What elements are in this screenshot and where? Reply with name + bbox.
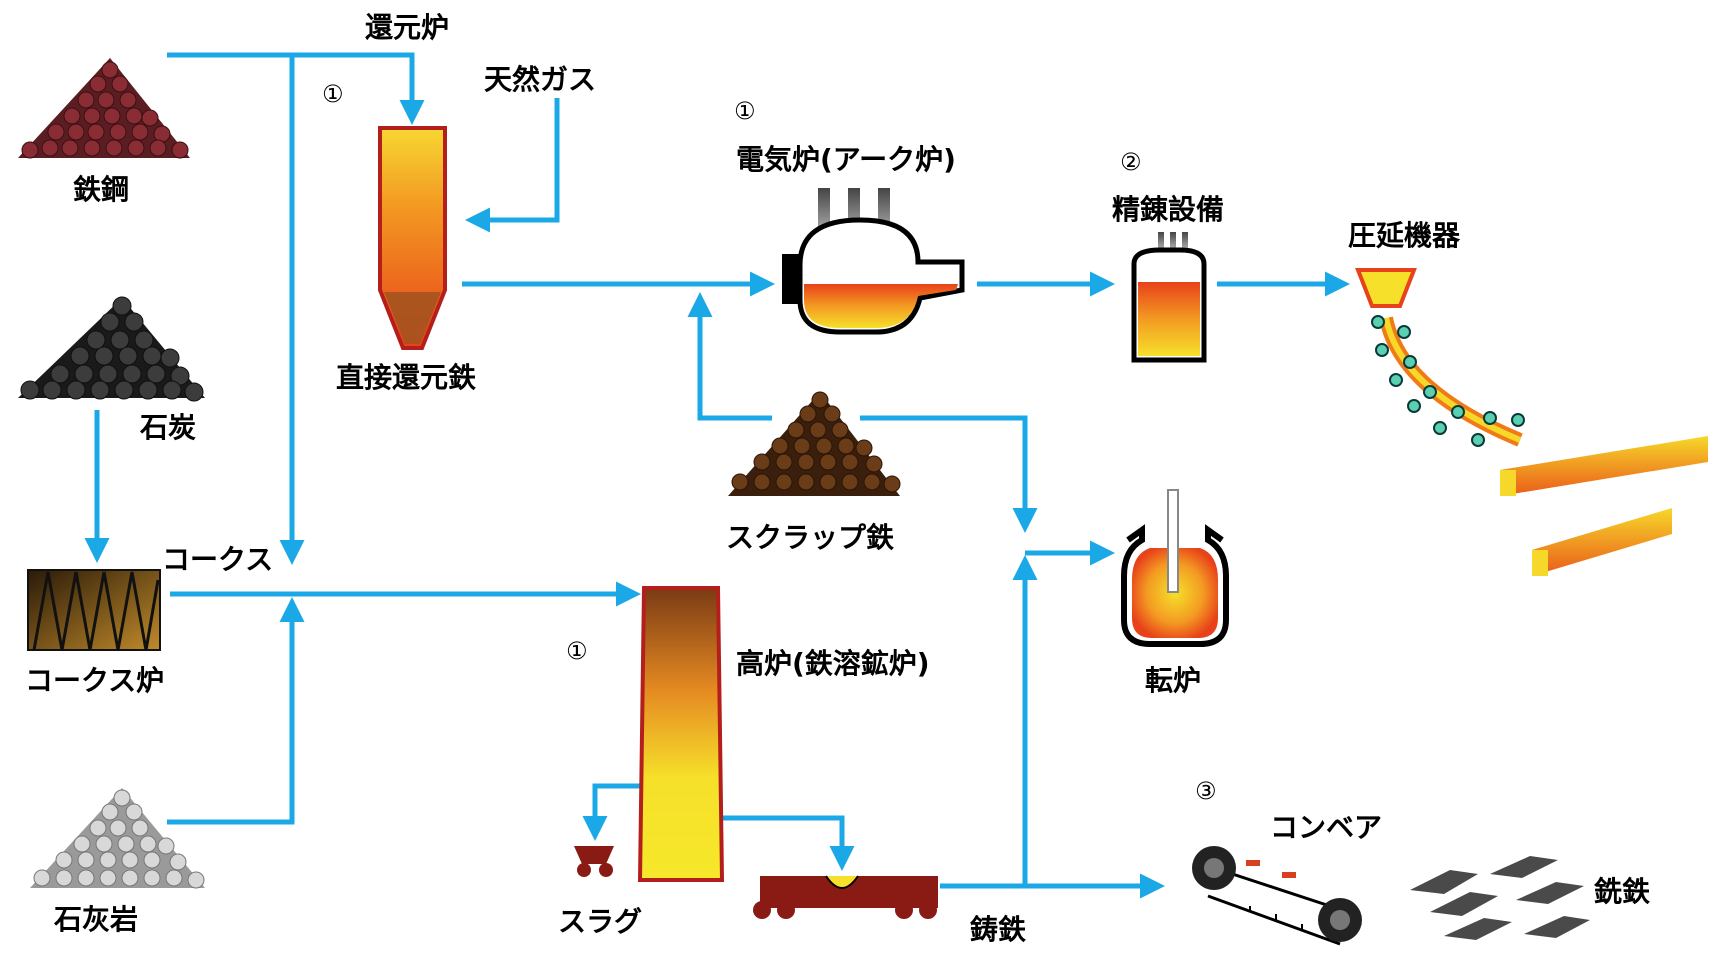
- label-direct-reduced-iron: 直接還元鉄: [336, 361, 477, 394]
- label-pig-iron: 銑鉄: [1594, 875, 1651, 908]
- label-refining-equipment: 精錬設備: [1112, 193, 1225, 226]
- converter-furnace: [1121, 489, 1229, 647]
- arrow-blast-to-torpedo: [722, 815, 855, 871]
- slag-car: [574, 846, 614, 877]
- marker-electric: ①: [734, 97, 756, 125]
- label-scrap-iron: スクラップ鉄: [726, 521, 895, 554]
- conveyor-belt: [1192, 846, 1362, 946]
- scrap-iron-pile: [728, 391, 901, 496]
- label-reduction-furnace: 還元炉: [365, 11, 450, 44]
- marker-refining: ②: [1120, 148, 1142, 176]
- pig-iron-ingots: [1410, 856, 1590, 940]
- marker-reduction: ①: [322, 80, 344, 108]
- label-limestone: 石灰岩: [54, 903, 139, 936]
- marker-blast: ①: [566, 637, 588, 665]
- label-converter: 転炉: [1145, 664, 1202, 697]
- torpedo-car: [753, 875, 938, 919]
- reduction-shaft-furnace: [378, 126, 447, 350]
- arrow-scrap-to-eaf: [687, 292, 772, 421]
- label-slag: スラグ: [558, 905, 643, 938]
- blast-furnace: [637, 586, 725, 882]
- label-cast-iron: 鋳鉄: [970, 913, 1027, 946]
- label-natural-gas: 天然ガス: [484, 63, 597, 96]
- electric-arc-furnace: [782, 188, 965, 335]
- label-iron-ore: 鉄鋼: [73, 173, 130, 206]
- coke-oven: [27, 569, 161, 651]
- marker-conveyor: ③: [1195, 777, 1217, 805]
- label-coke: コークス: [162, 543, 274, 576]
- label-blast-furnace: 高炉(鉄溶鉱炉): [736, 647, 930, 680]
- arrow-ore-to-reduction: [167, 52, 425, 125]
- rolling-mill: [1355, 268, 1708, 576]
- label-coke-oven: コークス炉: [25, 664, 165, 697]
- arrow-blast-to-slag: [582, 783, 640, 841]
- label-conveyor: コンベア: [1270, 811, 1383, 844]
- arrow-limestone-up: [167, 597, 305, 825]
- arrow-gas-to-reduction: [465, 98, 560, 233]
- coal-pile: [18, 296, 205, 402]
- flow-arrows: [84, 52, 1350, 899]
- iron-ore-pile: [18, 58, 190, 159]
- label-electric-furnace: 電気炉(アーク炉): [736, 143, 956, 176]
- label-coal: 石炭: [140, 411, 197, 444]
- label-rolling-mill: 圧延機器: [1348, 219, 1461, 252]
- refining-ladle: [1131, 232, 1207, 363]
- limestone-pile: [30, 788, 205, 889]
- arrow-scrap-to-converter: [860, 415, 1038, 533]
